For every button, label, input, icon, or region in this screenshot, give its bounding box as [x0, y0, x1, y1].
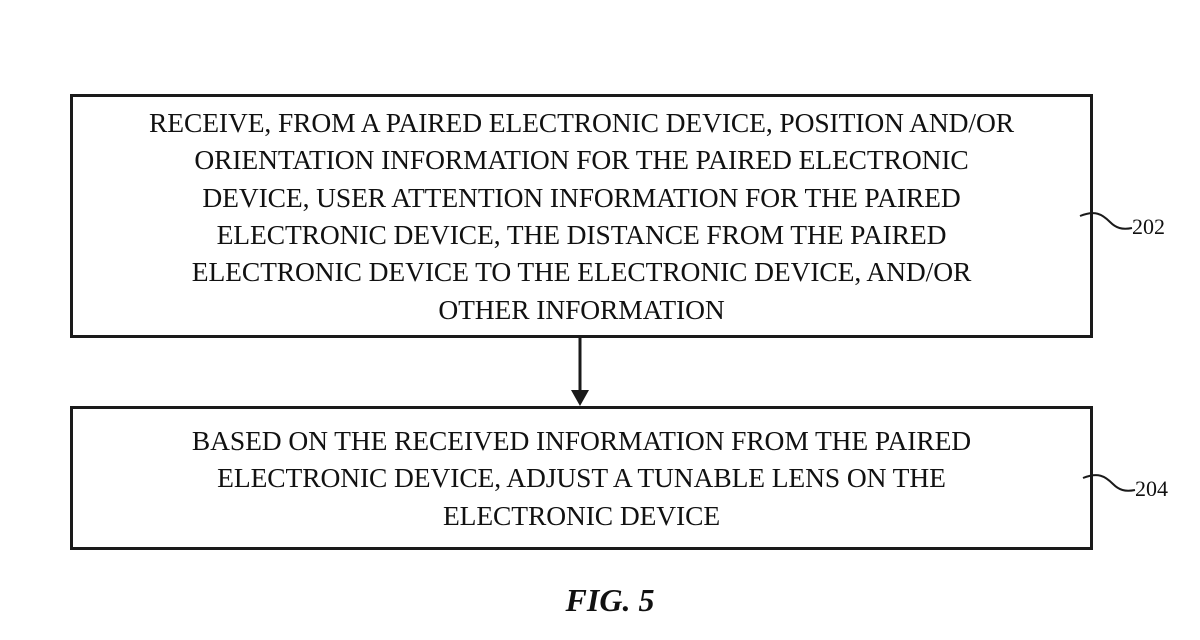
step-text-line: ELECTRONIC DEVICE TO THE ELECTRONIC DEVI…: [191, 256, 972, 288]
step-text-line: DEVICE, USER ATTENTION INFORMATION FOR T…: [202, 181, 961, 213]
step-text-line: BASED ON THE RECEIVED INFORMATION FROM T…: [191, 425, 972, 457]
step-text-line: ELECTRONIC DEVICE, ADJUST A TUNABLE LENS…: [217, 462, 946, 494]
step-box-202: RECEIVE, FROM A PAIRED ELECTRONIC DEVICE…: [70, 94, 1093, 338]
step-text-line: RECEIVE, FROM A PAIRED ELECTRONIC DEVICE…: [149, 107, 1014, 139]
leader-line-204: [1082, 474, 1136, 492]
step-text-line: ORIENTATION INFORMATION FOR THE PAIRED E…: [194, 144, 969, 176]
reference-number-202: 202: [1132, 214, 1165, 239]
step-box-204: BASED ON THE RECEIVED INFORMATION FROM T…: [70, 406, 1093, 550]
step-text-line: ELECTRONIC DEVICE: [442, 499, 721, 531]
arrow-202-to-204: [571, 337, 589, 406]
step-text-line: ELECTRONIC DEVICE, THE DISTANCE FROM THE…: [216, 219, 947, 250]
step-text-line: OTHER INFORMATION: [438, 293, 725, 325]
figure-label: FIG. 5: [565, 582, 655, 618]
reference-number-204: 204: [1135, 476, 1168, 501]
